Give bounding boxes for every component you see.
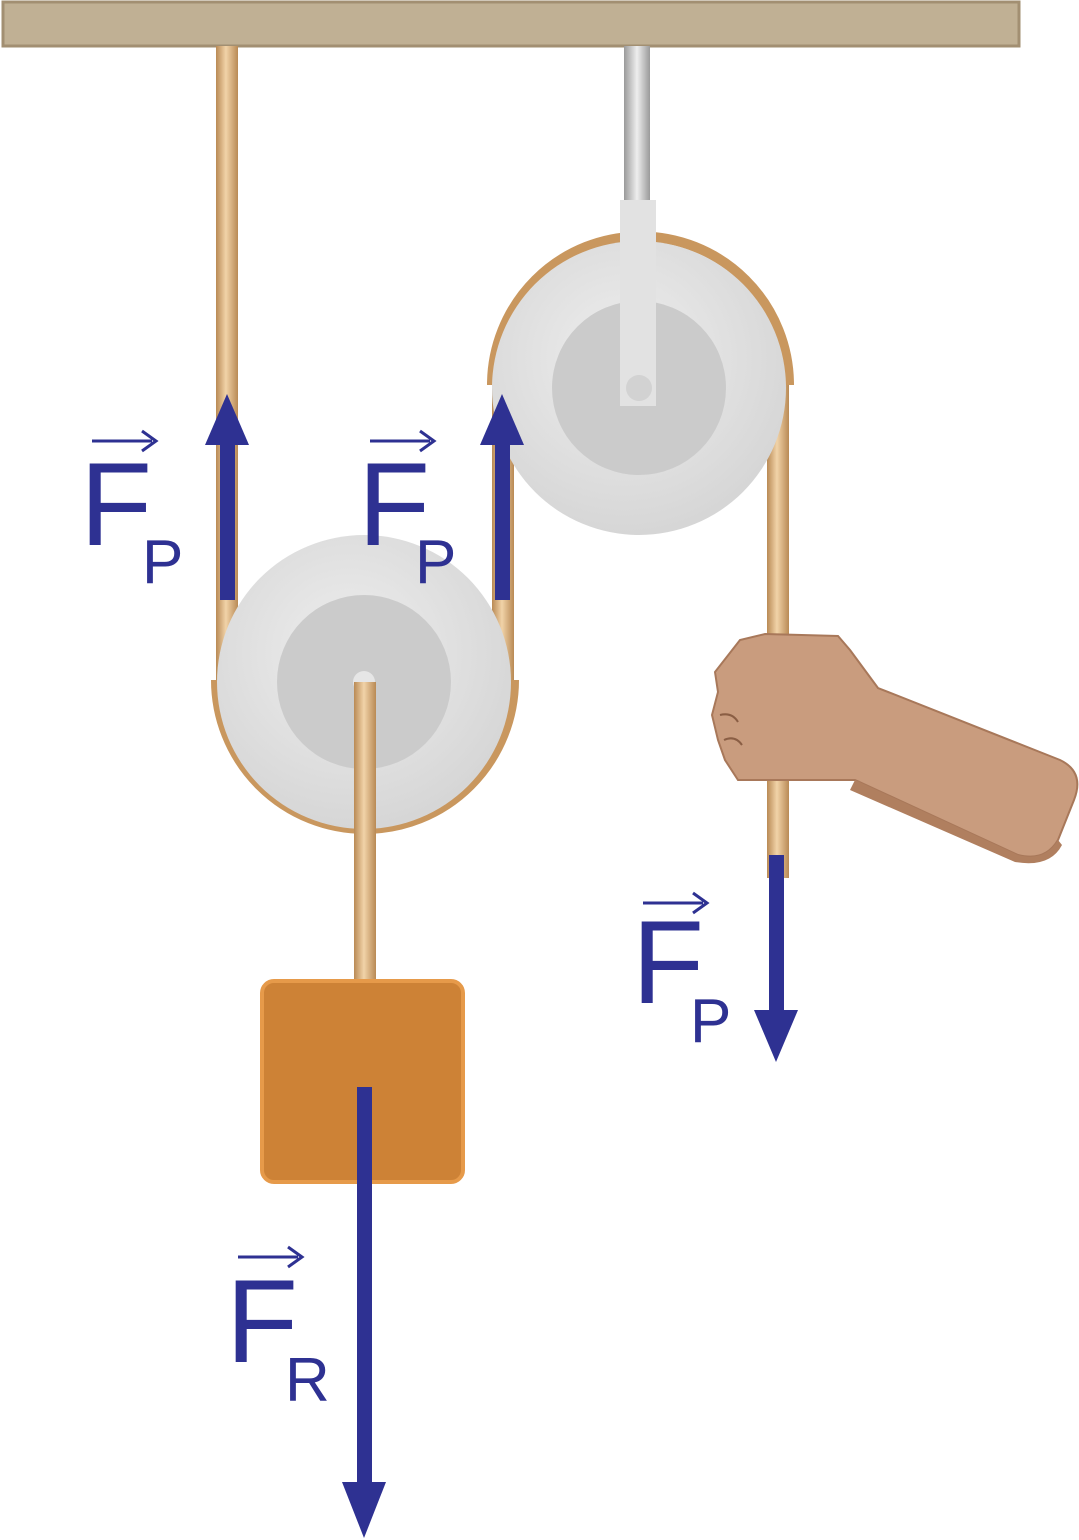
label-left-main: F bbox=[80, 439, 152, 571]
label-right-force: F P bbox=[632, 891, 731, 1056]
label-load-sub: R bbox=[285, 1346, 330, 1415]
force-arrow-middle-up-shaft bbox=[495, 438, 510, 600]
force-arrow-middle-up-head bbox=[480, 394, 524, 445]
rope-load-strand bbox=[354, 682, 376, 982]
upper-pulley-bracket bbox=[620, 200, 656, 406]
hand-icon bbox=[710, 632, 1079, 864]
force-arrow-left-up-shaft bbox=[220, 438, 235, 600]
force-arrow-load-down-head bbox=[342, 1482, 386, 1538]
label-right-sub: P bbox=[690, 987, 731, 1056]
label-left-force: F P bbox=[80, 429, 183, 597]
label-right-main: F bbox=[632, 897, 704, 1029]
label-left-sub: P bbox=[142, 528, 183, 597]
ceiling-beam bbox=[1, 0, 1021, 48]
force-arrow-right-down-shaft bbox=[769, 855, 784, 1017]
label-load-force: F R bbox=[226, 1245, 330, 1415]
label-middle-sub: P bbox=[415, 528, 456, 597]
force-arrow-right-down-head bbox=[754, 1010, 798, 1062]
force-arrow-load-down-shaft bbox=[357, 1087, 372, 1487]
vector-arrow-icon bbox=[205, 394, 798, 1538]
label-load-main: F bbox=[226, 1256, 298, 1388]
upper-pulley-axle bbox=[626, 375, 652, 401]
upper-pulley bbox=[492, 200, 786, 535]
force-arrow-left-up-head bbox=[205, 394, 249, 445]
upper-pulley-rod bbox=[624, 46, 650, 206]
label-middle-force: F P bbox=[358, 429, 456, 597]
label-middle-main: F bbox=[358, 439, 430, 571]
rope-right-strand bbox=[767, 380, 789, 878]
